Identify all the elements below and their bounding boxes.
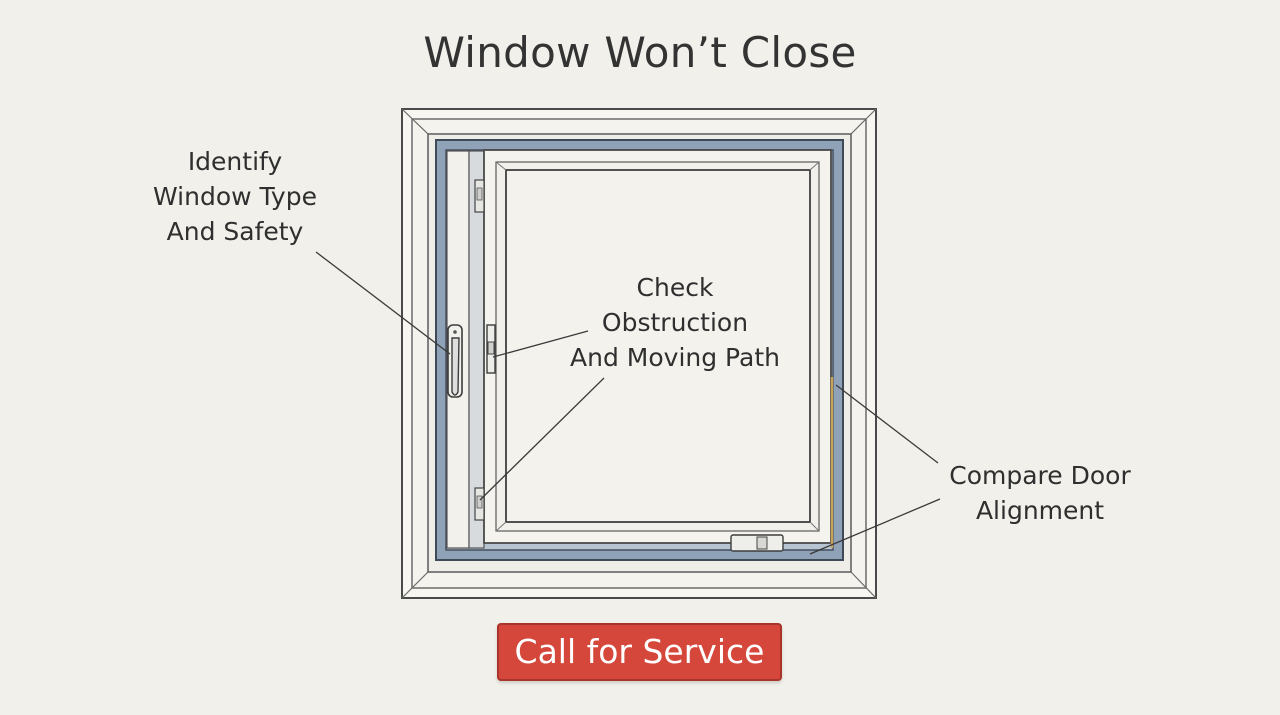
leader-check-bottom (479, 377, 605, 501)
leader-check-top (492, 330, 589, 358)
callout-line: Alignment (975, 496, 1105, 525)
leader-compare-top (835, 384, 939, 464)
callout-check-obstruction: Check Obstruction And Moving Path (560, 270, 790, 375)
glass-bevel-bl (495, 521, 507, 532)
glass-bevel-br (809, 521, 820, 532)
latch-keeper-slot (487, 341, 495, 355)
trim-bevel-tl (401, 108, 429, 135)
callout-line: And Safety (166, 217, 304, 246)
trim-bevel-br (850, 571, 877, 599)
callout-identify-window-type: Identify Window Type And Safety (130, 144, 340, 249)
top-hinge-pin (476, 187, 483, 201)
trim-bevel-bl (401, 571, 429, 599)
callout-line: Check (636, 273, 714, 302)
callout-line: Window Type (153, 182, 317, 211)
callout-line: And Moving Path (570, 343, 780, 372)
callout-line: Obstruction (601, 308, 749, 337)
trim-bevel-tr (850, 108, 877, 135)
glass-bevel-tl (495, 161, 507, 171)
callout-line: Identify (187, 147, 283, 176)
glass-bevel-tr (809, 161, 820, 171)
callout-compare-alignment: Compare Door Alignment (930, 458, 1150, 528)
handle-screw-top (453, 330, 457, 334)
bottom-latch-tab (756, 536, 768, 550)
handle-lever (451, 337, 460, 396)
leader-compare-bottom (809, 498, 941, 555)
window-glass (505, 169, 811, 523)
page-title: Window Won’t Close (423, 28, 857, 77)
leader-identify (315, 251, 451, 355)
bottom-hinge-pin (476, 495, 483, 509)
callout-line: Compare Door (949, 461, 1131, 490)
call-for-service-button[interactable]: Call for Service (497, 623, 782, 681)
